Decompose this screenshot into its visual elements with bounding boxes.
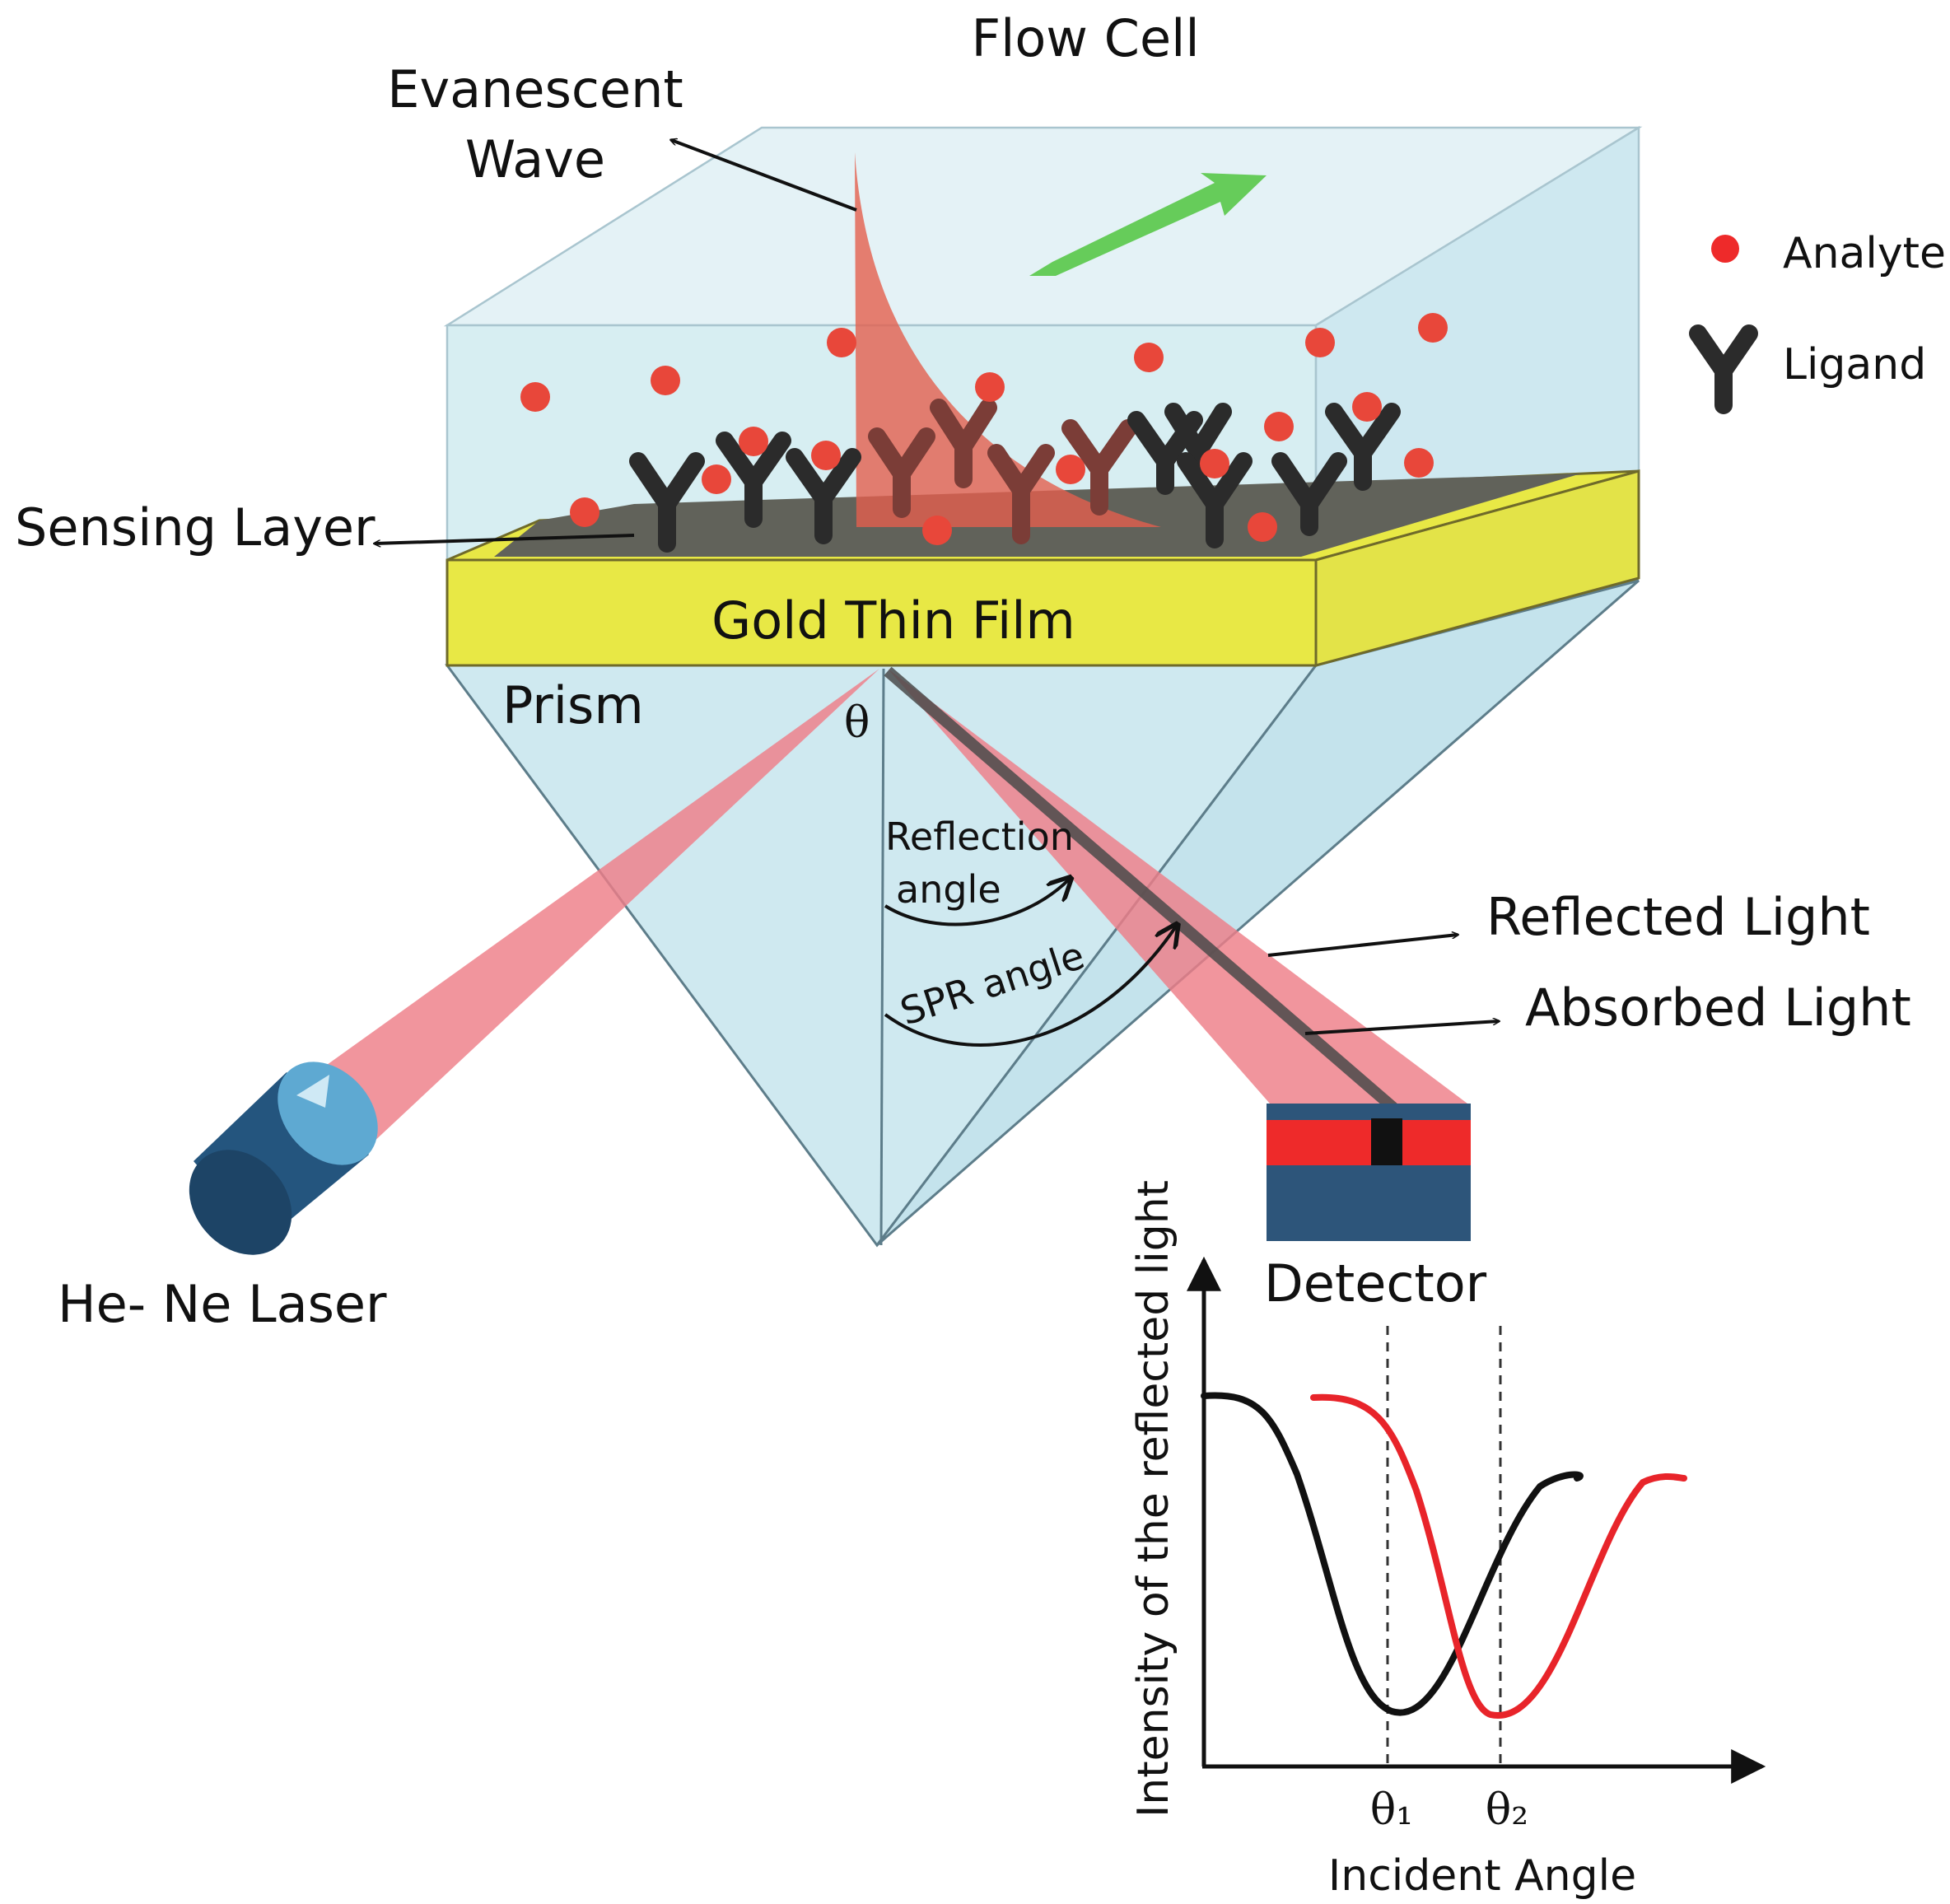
- reflection-label: Reflection: [885, 814, 1074, 859]
- gold-film-label: Gold Thin Film: [711, 590, 1075, 651]
- reflected-beam: [888, 669, 1467, 1104]
- curve-after-binding: [1310, 1393, 1687, 1719]
- sensing-layer-label: Sensing Layer: [15, 497, 376, 558]
- absorbed-light-pointer: [1304, 1021, 1499, 1035]
- ligand-legend-icon: [1689, 324, 1758, 414]
- graph-x-label: Incident Angle: [1328, 1851, 1636, 1901]
- analytes: [520, 313, 1448, 545]
- laser-label: He- Ne Laser: [58, 1274, 387, 1334]
- spr-angle-arc: [884, 926, 1176, 1047]
- detector-label: Detector: [1264, 1253, 1487, 1314]
- reflection-angle-label: angle: [896, 867, 1001, 912]
- theta1-label: θ₁: [1370, 1785, 1413, 1835]
- legend: Analyte Ligand: [1689, 229, 1946, 414]
- evanescent-pointer: [671, 140, 857, 212]
- analyte-legend-label: Analyte: [1783, 229, 1946, 278]
- flow-cell-label: Flow Cell: [971, 8, 1199, 68]
- flow-direction-arrow: [1029, 173, 1267, 276]
- evanescent-label: Evanescent: [387, 59, 683, 119]
- spr-response-graph: Intensity of the reflected light Inciden…: [1129, 1180, 1766, 1901]
- theta2-label: θ₂: [1486, 1785, 1528, 1835]
- wave-label: Wave: [465, 129, 605, 189]
- laser-icon: [189, 1062, 378, 1255]
- ligand-legend-label: Ligand: [1783, 340, 1926, 390]
- analyte-legend-icon: [1711, 235, 1739, 263]
- reflection-angle-arc: [884, 880, 1069, 926]
- absorbed-light-label: Absorbed Light: [1525, 978, 1911, 1038]
- detector-icon: [1267, 1104, 1471, 1241]
- curve-before-binding: [1201, 1392, 1584, 1716]
- sensing-layer-pointer: [375, 534, 635, 544]
- ligands: [629, 399, 1401, 553]
- reflected-light-pointer: [1267, 935, 1458, 957]
- theta-label: θ: [844, 698, 870, 748]
- graph-y-label: Intensity of the reflected light: [1129, 1180, 1178, 1818]
- reflected-light-label: Reflected Light: [1486, 887, 1870, 947]
- incident-beam: [321, 669, 879, 1145]
- prism-label: Prism: [502, 675, 644, 735]
